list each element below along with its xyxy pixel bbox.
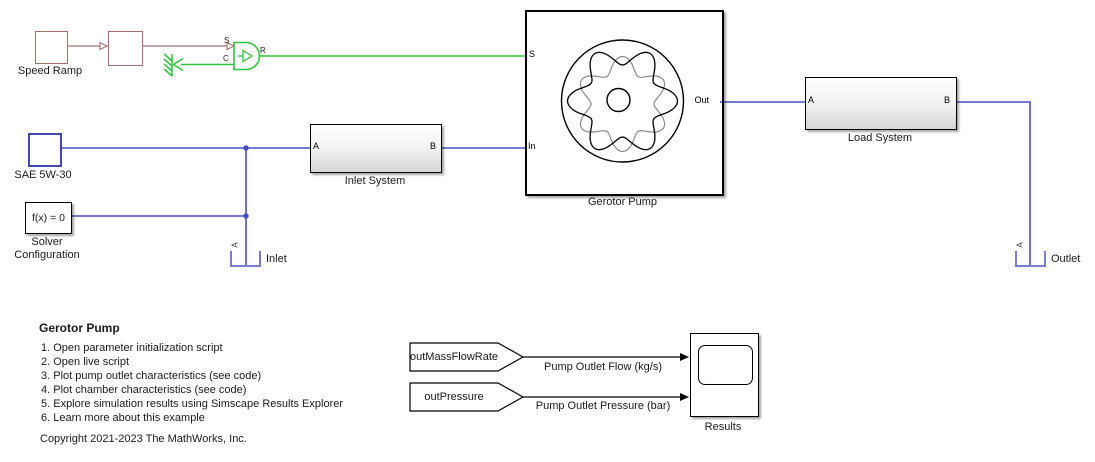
load-system-port-b: B <box>943 95 950 105</box>
pump-port-out: Out <box>694 95 709 105</box>
note-item-4[interactable]: 4. Plot chamber characteristics (see cod… <box>41 384 247 396</box>
inlet-system-label: Inlet System <box>344 175 406 187</box>
scope-screen-icon <box>698 345 753 385</box>
note-item-2[interactable]: 2. Open live script <box>41 356 130 368</box>
pump-port-in: In <box>528 141 536 151</box>
signal-label-flow: Pump Outlet Flow (kg/s) <box>544 361 662 373</box>
gerotor-inner-rotor <box>579 55 666 153</box>
solver-configuration-block[interactable]: f(x) = 0 <box>25 202 72 234</box>
load-system-block[interactable] <box>805 77 957 130</box>
outlet-conn-label: Outlet <box>1051 253 1081 265</box>
note-item-1[interactable]: 1. Open parameter initialization script <box>41 342 223 354</box>
sae-oil-block[interactable] <box>28 133 62 167</box>
arrowhead-saturation-input <box>99 41 109 51</box>
outlet-port-letter: A <box>1015 242 1025 248</box>
results-label: Results <box>704 421 742 433</box>
from-tag-pressure[interactable] <box>409 382 525 412</box>
inlet-system-port-a: A <box>313 141 320 151</box>
signal-label-pressure: Pump Outlet Pressure (bar) <box>535 400 671 412</box>
arrowhead-scope-input-2 <box>680 393 689 401</box>
pump-port-s: S <box>529 49 536 59</box>
sae-oil-label: SAE 5W-30 <box>14 169 72 181</box>
arrowhead-converter-s-input <box>226 41 236 51</box>
note-item-5[interactable]: 5. Explore simulation results using Sims… <box>41 398 344 410</box>
copyright-text: Copyright 2021-2023 The MathWorks, Inc. <box>40 433 247 445</box>
rotational-reference-icon[interactable] <box>163 53 184 77</box>
load-system-port-a: A <box>808 95 815 105</box>
speed-ramp-label: Speed Ramp <box>17 65 83 77</box>
simulink-ps-converter-block[interactable] <box>233 41 261 71</box>
inlet-conn-label: Inlet <box>266 253 287 265</box>
converter-port-r: R <box>260 46 266 55</box>
wire-load-to-outlet-port[interactable] <box>955 101 1031 266</box>
from-tag-mass-flow-label: outMassFlowRate <box>410 351 499 363</box>
gerotor-outer-rotor <box>566 51 679 151</box>
speed-ramp-block[interactable] <box>35 31 68 64</box>
converter-port-s: S <box>224 36 230 45</box>
inlet-port-bracket[interactable] <box>230 251 261 267</box>
note-item-6[interactable]: 6. Learn more about this example <box>41 412 205 424</box>
gerotor-icon <box>560 39 685 163</box>
junction-dot-2 <box>243 213 249 219</box>
load-system-label: Load System <box>847 132 913 144</box>
converter-glyph-triangle <box>242 49 254 63</box>
inlet-system-port-b: B <box>429 141 436 151</box>
solver-configuration-label: Solver Configuration <box>14 236 80 261</box>
note-item-3[interactable]: 3. Plot pump outlet characteristics (see… <box>41 370 262 382</box>
inlet-system-block[interactable] <box>310 124 442 173</box>
notes-title: Gerotor Pump <box>39 321 120 335</box>
arrowhead-scope-input-1 <box>680 353 689 361</box>
converter-port-c: C <box>223 54 229 63</box>
gerotor-pump-label: Gerotor Pump <box>587 196 658 208</box>
from-tag-mass-flow[interactable] <box>409 342 525 372</box>
inlet-port-letter: A <box>230 242 240 248</box>
outlet-port-bracket[interactable] <box>1015 251 1046 267</box>
gerotor-pump-block[interactable] <box>525 10 724 196</box>
junction-dot-1 <box>243 145 249 151</box>
from-tag-pressure-label: outPressure <box>424 391 484 403</box>
solver-expression: f(x) = 0 <box>32 212 65 224</box>
saturation-block[interactable] <box>108 31 143 66</box>
gerotor-shaft-circle <box>606 87 631 113</box>
